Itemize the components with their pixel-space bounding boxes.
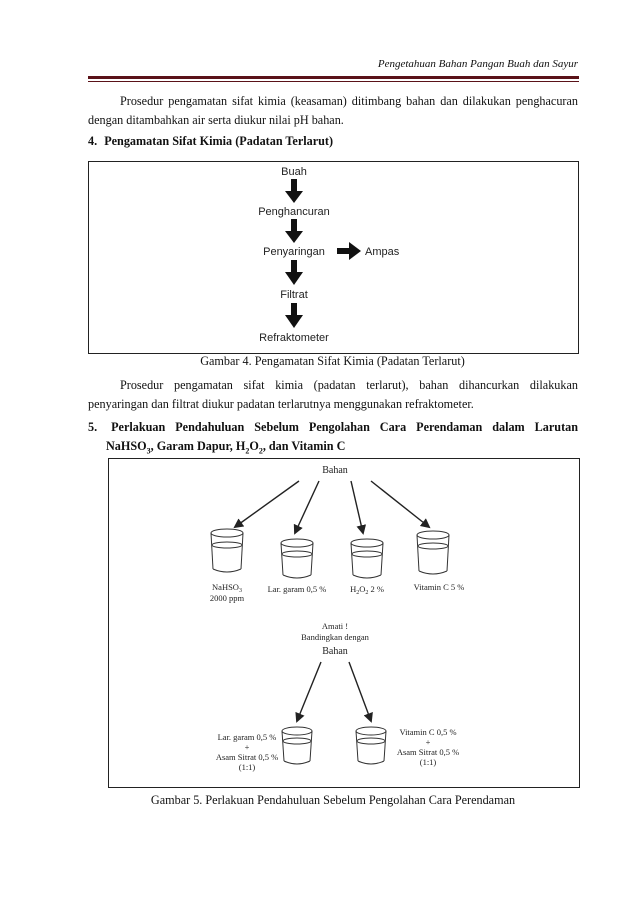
label-bottom-right-2: + bbox=[426, 737, 431, 747]
down-arrow-icon bbox=[285, 260, 303, 285]
arrows-to-bottom-beakers bbox=[295, 661, 373, 723]
flow-step-buah: Buah bbox=[281, 166, 307, 178]
figure-4-caption: Gambar 4. Pengamatan Sifat Kimia (Padata… bbox=[200, 354, 465, 368]
label-amati: Amati ! bbox=[322, 621, 348, 631]
header-rule-thin bbox=[88, 81, 579, 82]
label-bottom-right-3: Asam Sitrat 0,5 % bbox=[397, 747, 459, 757]
label-bahan-top: Bahan bbox=[322, 465, 348, 476]
section-title-line1: Perlakuan Pendahuluan Sebelum Pengolahan… bbox=[111, 420, 579, 434]
section-number: 5. bbox=[88, 420, 98, 434]
section-5-heading: 5. Perlakuan Pendahuluan Sebelum Pengola… bbox=[88, 418, 578, 460]
beaker-icon bbox=[210, 528, 244, 573]
beaker-icon bbox=[281, 726, 313, 765]
arrows-to-beakers bbox=[233, 480, 431, 535]
label-bottom-left-4: (1:1) bbox=[239, 762, 256, 772]
flow-step-refraktometer: Refraktometer bbox=[259, 332, 329, 344]
down-arrow-icon bbox=[285, 303, 303, 328]
beaker-icon bbox=[416, 530, 450, 575]
figure-5-box: Bahan NaHSO3 bbox=[108, 458, 580, 788]
figure-4-box: Buah Penghancuran Penyaringan Filtrat Re… bbox=[88, 161, 579, 354]
section-title-line2: NaHSO3, Garam Dapur, H2O2, dan Vitamin C bbox=[106, 439, 346, 456]
label-bottom-left-2: + bbox=[245, 742, 250, 752]
label-bottom-right-4: (1:1) bbox=[420, 757, 437, 767]
label-nahso3: NaHSO3 bbox=[212, 582, 242, 594]
beaker-icon bbox=[280, 538, 314, 579]
right-arrow-icon bbox=[337, 242, 361, 260]
flow-step-filtrat: Filtrat bbox=[280, 289, 308, 301]
label-bahan-mid: Bahan bbox=[322, 646, 348, 657]
flowchart-padatan-terlarut: Buah Penghancuran Penyaringan Filtrat Re… bbox=[258, 166, 400, 344]
down-arrow-icon bbox=[285, 179, 303, 203]
section-4-heading: 4. Pengamatan Sifat Kimia (Padatan Terla… bbox=[88, 132, 578, 151]
paragraph-padatan-terlarut: Prosedur pengamatan sifat kimia (padatan… bbox=[88, 378, 578, 411]
diagram-perendaman: Bahan NaHSO3 bbox=[210, 465, 465, 772]
label-h2o2: H2O2 2 % bbox=[350, 584, 384, 596]
flow-step-penyaringan: Penyaringan bbox=[263, 246, 325, 258]
label-bottom-left-1: Lar. garam 0,5 % bbox=[218, 732, 277, 742]
flow-side-ampas: Ampas bbox=[365, 246, 400, 258]
paragraph-keasaman: Prosedur pengamatan sifat kimia (keasama… bbox=[88, 94, 578, 127]
running-header: Pengetahuan Bahan Pangan Buah dan Sayur bbox=[377, 58, 578, 70]
label-bottom-right-1: Vitamin C 0,5 % bbox=[399, 727, 456, 737]
label-bottom-left-3: Asam Sitrat 0,5 % bbox=[216, 752, 278, 762]
down-arrow-icon bbox=[285, 219, 303, 243]
beaker-icon bbox=[350, 538, 384, 579]
label-nahso3-ppm: 2000 ppm bbox=[210, 593, 245, 603]
section-title: Pengamatan Sifat Kimia (Padatan Terlarut… bbox=[104, 134, 334, 148]
header-rule-thick bbox=[88, 76, 579, 79]
flow-step-penghancuran: Penghancuran bbox=[258, 206, 330, 218]
section-number: 4. bbox=[88, 134, 98, 148]
label-bandingkan: Bandingkan dengan bbox=[301, 632, 369, 642]
figure-5-caption: Gambar 5. Perlakuan Pendahuluan Sebelum … bbox=[150, 793, 516, 807]
label-lar-garam: Lar. garam 0,5 % bbox=[268, 584, 327, 594]
label-vitamin-c: Vitamin C 5 % bbox=[414, 582, 465, 592]
beaker-icon bbox=[355, 726, 387, 765]
